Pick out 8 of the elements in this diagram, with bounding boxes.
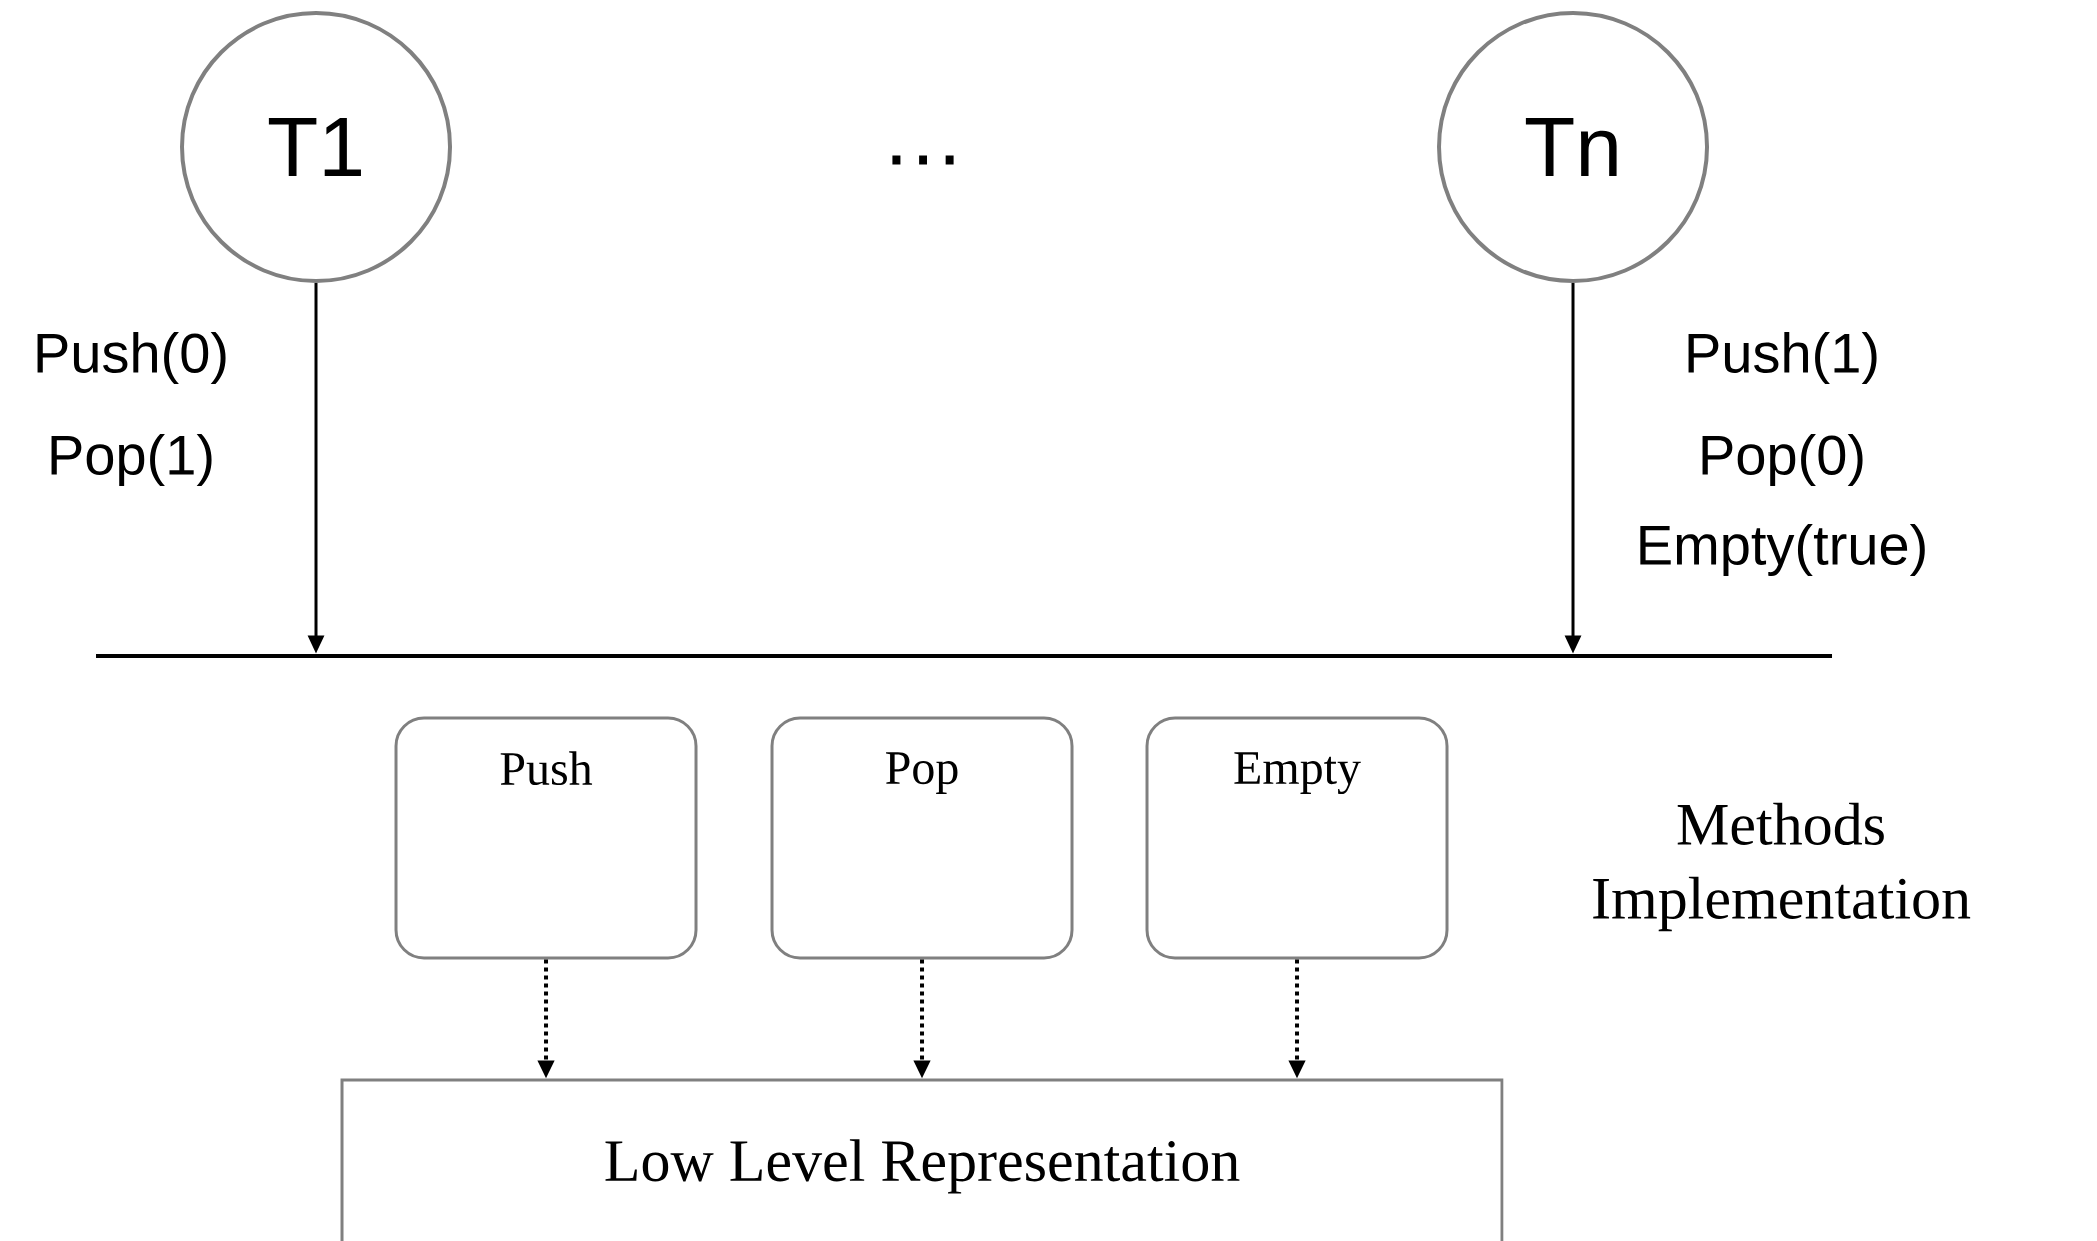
layer-label: Methods Implementation xyxy=(1593,802,1971,932)
method-box: Push xyxy=(394,716,698,960)
operation-label: Pop(0) xyxy=(1702,433,1863,487)
operation-label: Pop(1) xyxy=(51,433,212,487)
method-box: Pop xyxy=(770,716,1074,960)
method-box: Empty xyxy=(1145,716,1449,960)
representation-box: Low Level Representation xyxy=(340,1078,1504,1241)
ellipsis-text: … xyxy=(892,155,954,165)
